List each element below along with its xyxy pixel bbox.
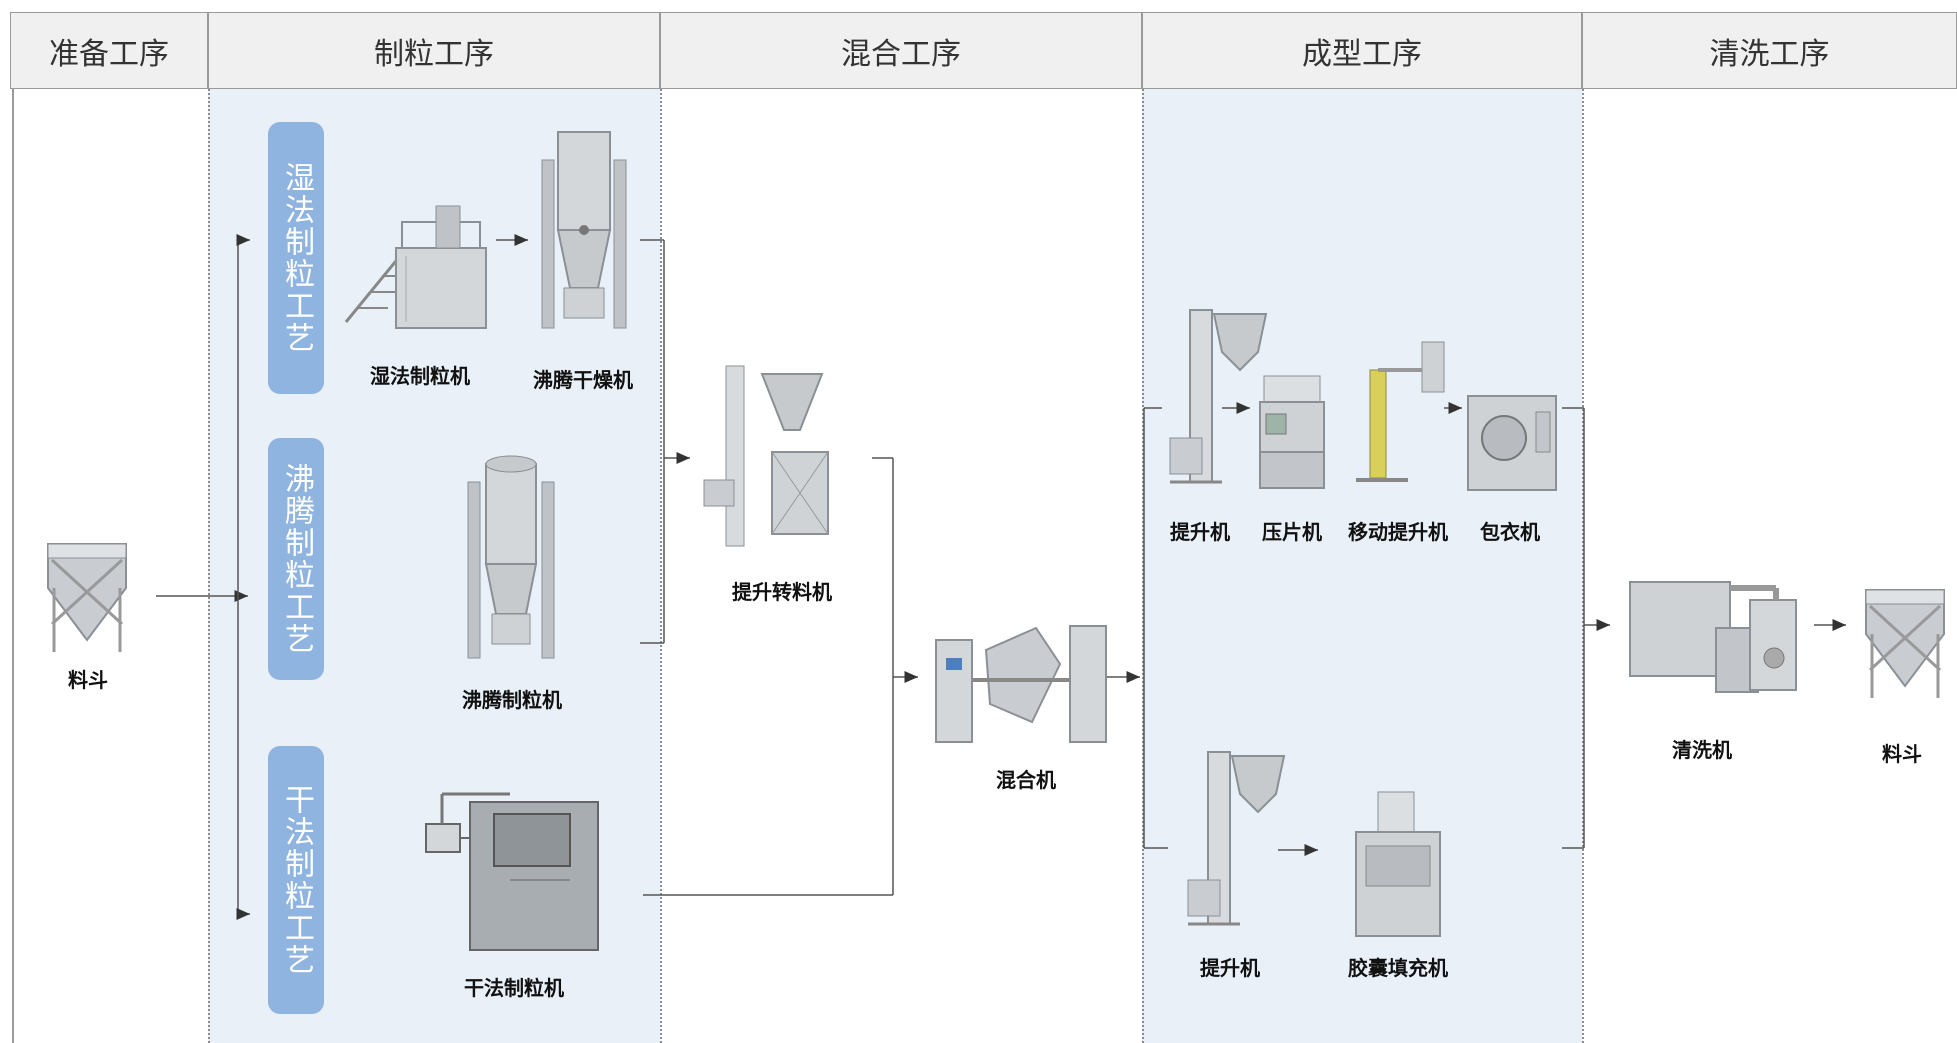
tablet-press-icon xyxy=(1259,375,1325,489)
label-wet-granulator: 湿法制粒机 xyxy=(370,364,470,388)
divider xyxy=(660,89,662,1043)
divider xyxy=(208,89,210,1043)
divider xyxy=(1582,89,1584,1043)
dry-granulator-icon xyxy=(425,792,599,951)
label-dry-granulator: 干法制粒机 xyxy=(464,976,564,1000)
label-fluid-granulator: 沸腾制粒机 xyxy=(462,688,562,712)
fluid-bed-granulator-icon xyxy=(467,455,555,659)
lifter-icon xyxy=(1187,751,1286,926)
label-fluid-dryer: 沸腾干燥机 xyxy=(533,368,633,392)
label-capsule-filler: 胶囊填充机 xyxy=(1348,956,1448,980)
pill-wet-granulation: 湿法制粒工艺 xyxy=(268,122,324,394)
label-tablet-press: 压片机 xyxy=(1262,520,1322,544)
label-mobile-lifter: 移动提升机 xyxy=(1348,520,1448,544)
lifter-icon xyxy=(1169,309,1268,484)
header-granulation: 制粒工序 xyxy=(208,12,660,89)
header-cleaning: 清洗工序 xyxy=(1582,12,1957,89)
header-preparation: 准备工序 xyxy=(10,12,208,89)
divider xyxy=(1142,89,1144,1043)
mobile-lifter-icon xyxy=(1356,341,1445,482)
label-lifter-2: 提升机 xyxy=(1200,956,1260,980)
label-mixer: 混合机 xyxy=(996,768,1056,792)
pill-label: 沸腾制粒工艺 xyxy=(279,463,314,655)
coater-icon xyxy=(1467,395,1557,491)
hopper-icon xyxy=(47,543,127,652)
lift-transfer-icon xyxy=(703,365,829,547)
label-hopper-end: 料斗 xyxy=(1882,742,1922,766)
label-lift-transfer: 提升转料机 xyxy=(732,580,832,604)
fluid-bed-dryer-icon xyxy=(541,131,627,329)
wet-granulator-icon xyxy=(344,205,487,329)
pill-label: 湿法制粒工艺 xyxy=(279,162,314,354)
label-washer: 清洗机 xyxy=(1672,738,1732,762)
pill-dry-granulation: 干法制粒工艺 xyxy=(268,746,324,1014)
hopper-icon xyxy=(1865,589,1945,698)
divider xyxy=(12,89,14,1043)
mixer-icon xyxy=(935,625,1107,743)
label-lifter-1: 提升机 xyxy=(1170,520,1230,544)
washer-icon xyxy=(1629,581,1797,693)
capsule-filler-icon xyxy=(1355,791,1441,937)
pill-label: 干法制粒工艺 xyxy=(279,784,314,976)
header-forming: 成型工序 xyxy=(1142,12,1582,89)
label-hopper-start: 料斗 xyxy=(68,668,108,692)
pill-fluid-granulation: 沸腾制粒工艺 xyxy=(268,438,324,680)
header-mixing: 混合工序 xyxy=(660,12,1142,89)
label-coater: 包衣机 xyxy=(1480,520,1540,544)
